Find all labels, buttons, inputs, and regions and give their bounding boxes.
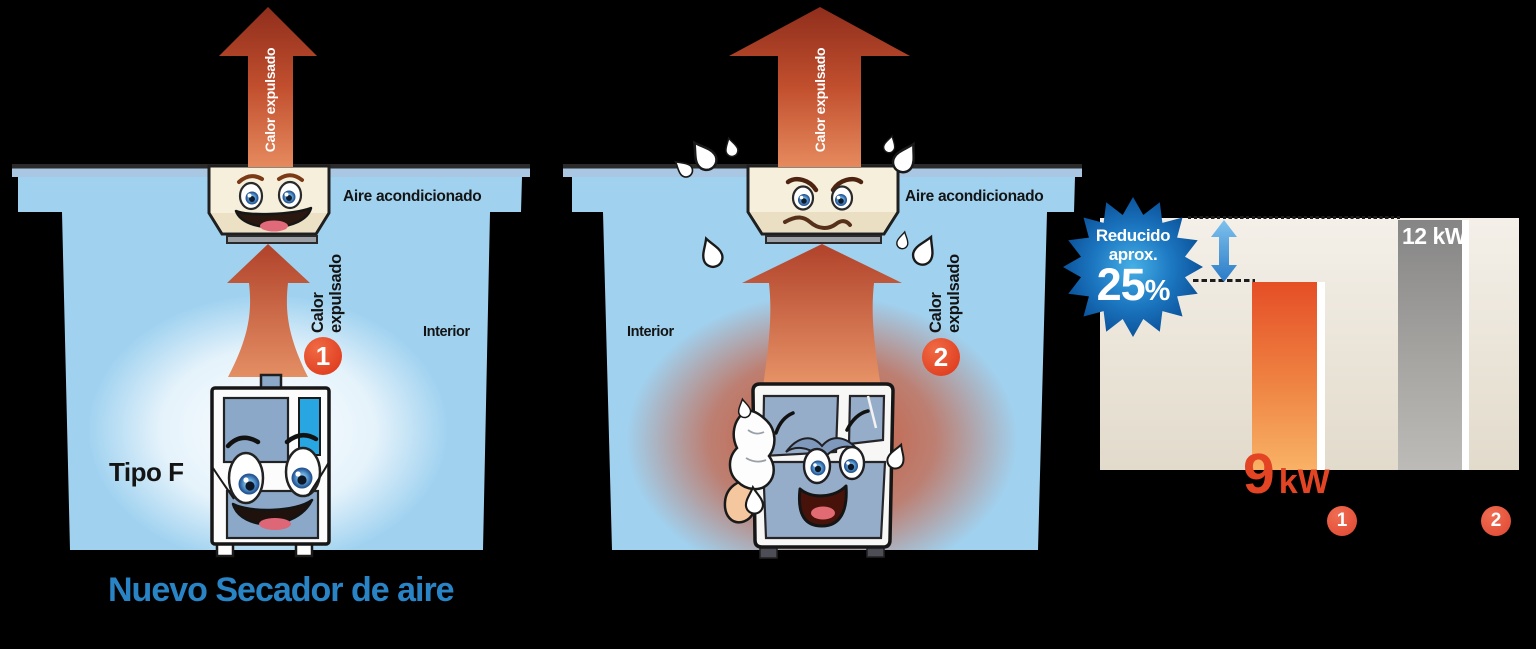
- reduction-arrow-icon: [1211, 220, 1237, 282]
- sweat-drop-icon: [881, 133, 899, 155]
- bar1-value: 9: [1243, 442, 1275, 506]
- inner-arrow-label-line2: expulsado: [327, 254, 345, 333]
- bar-highlight: [1462, 220, 1469, 470]
- left-top-arrow-label: Calor expulsado: [262, 47, 278, 153]
- tongue-icon: [260, 220, 288, 232]
- inner-heat-arrow-icon: [742, 244, 902, 387]
- inner-arrow-label-line2: expulsado: [945, 254, 963, 333]
- left-interior-label: Interior: [423, 324, 470, 340]
- angry-eyebrow-icon: [830, 177, 864, 193]
- reference-line-12kw: [1188, 216, 1400, 220]
- middle-inner-arrow-label: Calor expulsado: [927, 245, 963, 333]
- middle-step-badge: 2: [922, 338, 960, 376]
- bar-new-dryer: [1252, 282, 1317, 470]
- middle-interior-label: Interior: [627, 324, 674, 340]
- smile-mouth-icon: [234, 206, 313, 229]
- smile-mouth-icon: [231, 498, 314, 526]
- expelled-heat-arrow-icon: [219, 7, 317, 167]
- air-conditioner-stressed: [746, 164, 900, 244]
- eyebrow-icon: [774, 411, 795, 435]
- tongue-icon: [811, 506, 835, 520]
- chart-badge-1: 1: [1327, 506, 1357, 536]
- wail-mouth-icon: [797, 484, 848, 528]
- new-dryer-machine: [210, 373, 331, 558]
- air-conditioner-happy: [207, 164, 331, 244]
- middle-ac-label: Aire acondicionado: [905, 188, 1044, 205]
- eyebrow-icon: [225, 435, 261, 449]
- chart-badge-2: 2: [1481, 506, 1511, 536]
- expelled-heat-arrow-icon: [729, 7, 910, 167]
- eyebrow-icon: [277, 173, 304, 182]
- inner-arrow-label-line1: Calor: [309, 292, 327, 333]
- bar1-unit: kW: [1278, 463, 1330, 501]
- tongue-icon: [259, 518, 291, 530]
- starburst-badge-icon: [1063, 197, 1203, 337]
- frown-mouth-icon: [783, 215, 852, 230]
- left-step-badge: 1: [304, 337, 342, 375]
- angry-eyebrow-icon: [785, 177, 819, 193]
- eyebrow-icon: [237, 174, 264, 184]
- bar-highlight: [1317, 282, 1325, 470]
- bar-old-dryer: [1398, 220, 1462, 470]
- eyebrow-icon: [284, 432, 319, 445]
- reduction-value: 25: [1096, 259, 1146, 310]
- old-dryer-machine: [723, 382, 895, 559]
- towel-icon: [728, 409, 776, 491]
- left-inner-arrow-label: Calor expulsado: [309, 245, 345, 333]
- inner-heat-arrow-icon: [227, 244, 310, 377]
- panel-left-illustration: [12, 7, 530, 558]
- sweat-drop-icon: [722, 136, 741, 159]
- reduction-line2: aprox.: [1108, 245, 1158, 264]
- inner-arrow-label-line1: Calor: [927, 292, 945, 333]
- reduction-unit: %: [1144, 275, 1171, 307]
- reduction-badge-text: Reducido aprox. 25%: [1063, 226, 1203, 312]
- middle-top-arrow-label: Calor expulsado: [812, 47, 828, 153]
- left-ac-label: Aire acondicionado: [343, 188, 482, 205]
- reduction-line1: Reducido: [1095, 226, 1171, 245]
- panel-caption: Nuevo Secador de aire: [108, 571, 455, 609]
- type-label: Tipo F: [109, 457, 184, 487]
- panel-middle-illustration: [563, 7, 1082, 559]
- eyebrow-icon: [845, 409, 870, 432]
- bar2-value-label: 12 kW: [1402, 223, 1466, 249]
